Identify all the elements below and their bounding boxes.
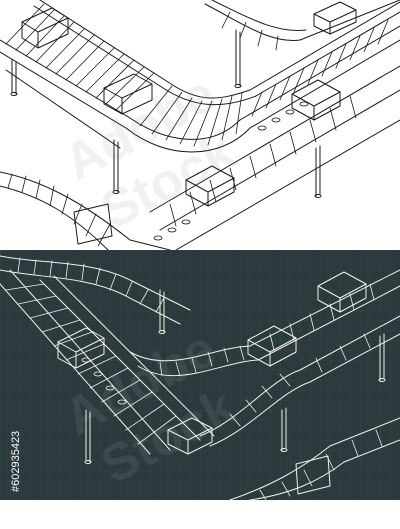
- package-box: [247, 325, 297, 367]
- conveyor-segment-right: [239, 1, 400, 129]
- conveyor-line-drawing: [0, 0, 400, 250]
- conveyor-segment-lower-left: [0, 171, 171, 250]
- conveyor-segment-upper: [0, 0, 257, 153]
- support-legs: [5, 29, 322, 198]
- blueprint-grid: [0, 250, 400, 500]
- package-box: [185, 165, 235, 207]
- conveyor-segment-upper: [0, 255, 191, 325]
- conveyor-segment-top-right: [204, 0, 400, 51]
- package-box: [295, 455, 331, 495]
- package-box: [317, 271, 367, 313]
- package-box: [73, 203, 113, 245]
- package-box: [291, 79, 341, 121]
- conveyor-segment-main: [0, 269, 215, 455]
- conveyor-blueprint-drawing: [0, 250, 400, 500]
- stock-id-label: #602935423: [10, 430, 22, 492]
- package-box: [167, 417, 213, 455]
- blueprint-panel: [0, 250, 400, 500]
- stock-id-label-box: #602935423: [2, 292, 22, 492]
- illustration-frame: Adobe Stock: [0, 0, 400, 500]
- line-art-panel: Adobe Stock: [0, 0, 400, 250]
- package-box: [57, 327, 105, 369]
- package-box: [21, 7, 69, 49]
- package-box: [103, 73, 153, 115]
- support-legs: [84, 289, 386, 464]
- conveyor-segment-lower-right: [149, 65, 400, 250]
- package-box: [313, 1, 357, 35]
- conveyor-segment-curve: [129, 269, 400, 447]
